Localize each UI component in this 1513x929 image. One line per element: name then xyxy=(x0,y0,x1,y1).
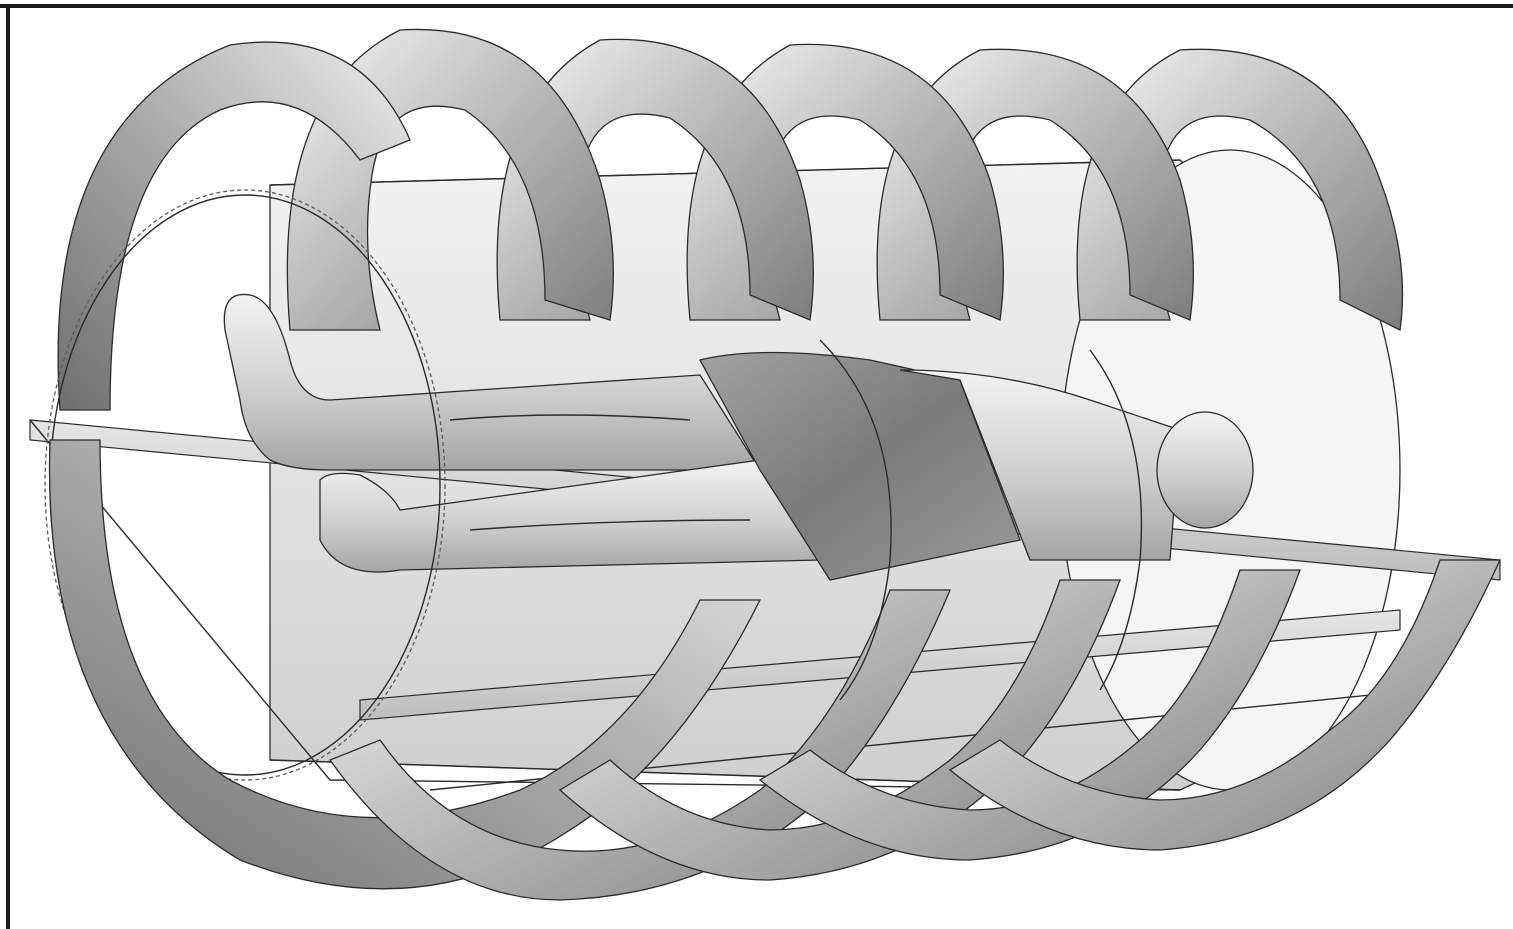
head xyxy=(1157,412,1253,528)
